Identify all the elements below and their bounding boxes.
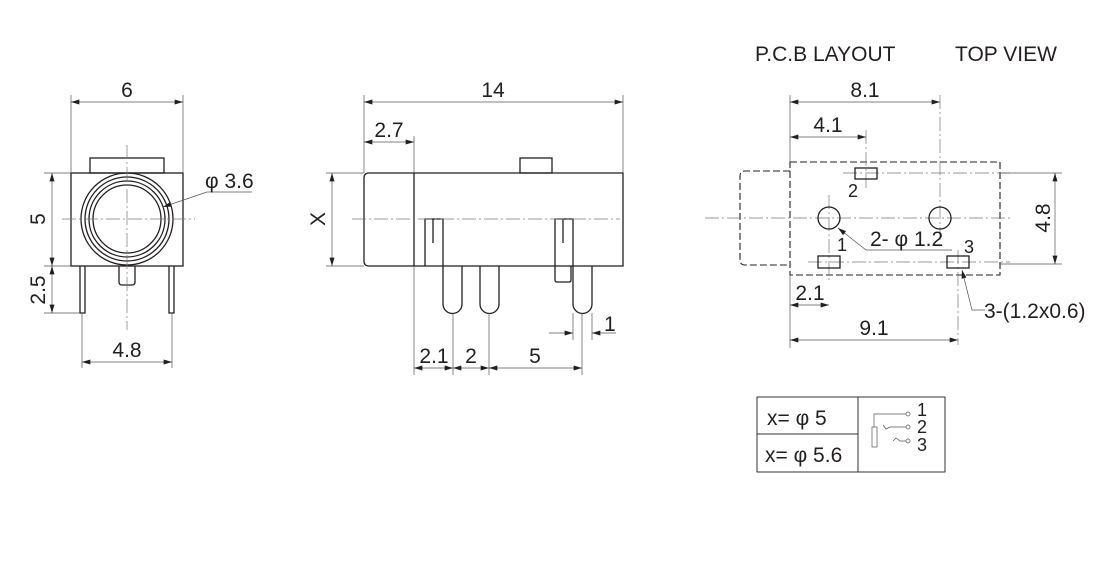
pin-length-dimension: 2.5 (27, 275, 50, 304)
pad-3 (946, 255, 970, 269)
top-view-label: TOP VIEW (955, 43, 1057, 66)
pad-label-3: 3 (964, 237, 974, 257)
schematic-pin-1: 1 (917, 400, 927, 420)
pad-label-1: 1 (837, 235, 847, 255)
pcb-height-dimension: 4.8 (1032, 203, 1055, 232)
x-dimension: X (307, 212, 330, 226)
hole-note: 2- φ 1.2 (870, 228, 943, 251)
switch-schematic-icon (871, 411, 911, 448)
pin-spacing-dimension: 4.8 (112, 339, 141, 362)
schematic-pin-3: 3 (917, 435, 927, 455)
pcb-layout-title: P.C.B LAYOUT (755, 43, 896, 66)
variant-row-1: x= φ 5 (767, 407, 827, 430)
hole-offset-dimension: 2.1 (795, 282, 824, 305)
pad-1 (817, 255, 841, 269)
pin-pitch-dimension: 2 (465, 345, 477, 368)
height-dimension: 5 (27, 213, 50, 225)
schematic-pin-2: 2 (917, 417, 927, 437)
pad-label-2: 2 (848, 181, 858, 201)
pin-span-dimension: 5 (529, 345, 541, 368)
pad-note: 3-(1.2x0.6) (984, 300, 1086, 323)
hole-spacing-dimension: 8.1 (850, 79, 879, 102)
pcb-layout: P.C.B LAYOUT TOP VIEW 1 2 3 2- φ 1.2 3-(… (705, 43, 1086, 348)
variant-table: x= φ 5 x= φ 5.6 1 2 3 (756, 396, 946, 473)
front-view: 6 5 2.5 4.8 φ 3.6 (27, 79, 254, 368)
width-dimension: 6 (121, 79, 133, 102)
side-view: 14 2.7 X 2.1 2 5 1 (307, 79, 624, 375)
pin-width-dimension: 1 (604, 313, 616, 336)
pad2-offset-dimension: 4.1 (813, 114, 842, 137)
pad3-offset-dimension: 9.1 (859, 317, 888, 340)
hole-2 (928, 206, 952, 230)
hole-1 (817, 206, 841, 230)
front-length-dimension: 2.7 (374, 119, 403, 142)
pin-offset-dimension: 2.1 (419, 345, 448, 368)
pad-2 (854, 167, 878, 180)
hole-diameter-dimension: φ 3.6 (205, 170, 254, 193)
length-dimension: 14 (481, 79, 505, 102)
variant-row-2: x= φ 5.6 (765, 444, 842, 467)
